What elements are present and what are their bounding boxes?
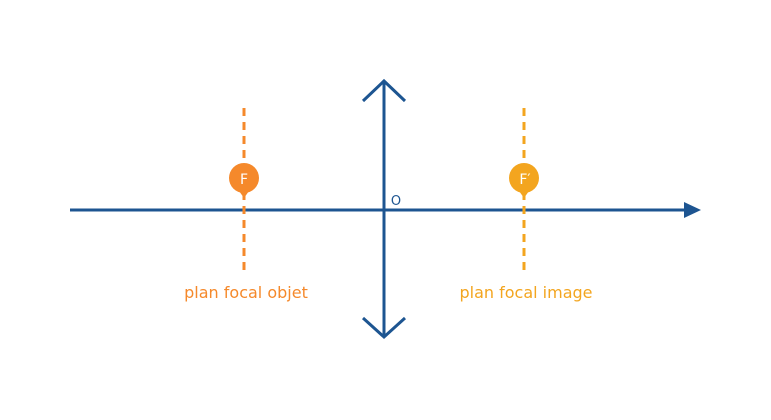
object-focal-plane-label: plan focal objet xyxy=(184,283,308,302)
focal-point-f-badge: F xyxy=(229,163,259,198)
focal-point-f-prime-label: F′ xyxy=(519,172,530,188)
optical-center-label: O xyxy=(391,194,401,209)
focal-point-f-label: F xyxy=(240,172,248,188)
lens-bottom-arrow-icon xyxy=(361,316,407,340)
focal-point-f-prime-badge: F′ xyxy=(509,163,539,198)
image-focal-plane-label: plan focal image xyxy=(459,283,592,302)
lens-top-arrow-icon xyxy=(361,78,407,103)
optical-axis-arrowhead xyxy=(684,202,701,218)
